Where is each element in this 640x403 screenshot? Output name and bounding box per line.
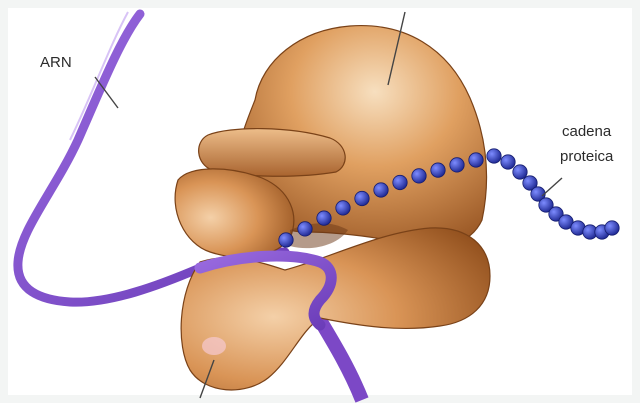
amino-acid-bead: [605, 221, 619, 235]
amino-acid-bead: [501, 155, 515, 169]
amino-acid-bead: [336, 201, 350, 215]
amino-acid-bead: [298, 222, 312, 236]
amino-acid-bead: [317, 211, 331, 225]
amino-acid-bead: [469, 153, 483, 167]
amino-acid-bead: [412, 169, 426, 183]
amino-acid-bead: [374, 183, 388, 197]
amino-acid-bead: [355, 191, 369, 205]
protein-chain-label-line2: proteica: [560, 147, 613, 167]
amino-acid-bead: [487, 149, 501, 163]
amino-acid-bead: [393, 175, 407, 189]
protein-chain-label-line1: cadena: [562, 122, 611, 142]
amino-acid-bead: [431, 163, 445, 177]
highlight-spot: [202, 337, 226, 355]
amino-acid-bead: [450, 158, 464, 172]
rna-label: ARN: [40, 53, 72, 73]
amino-acid-bead: [513, 165, 527, 179]
amino-acid-bead: [279, 233, 293, 247]
